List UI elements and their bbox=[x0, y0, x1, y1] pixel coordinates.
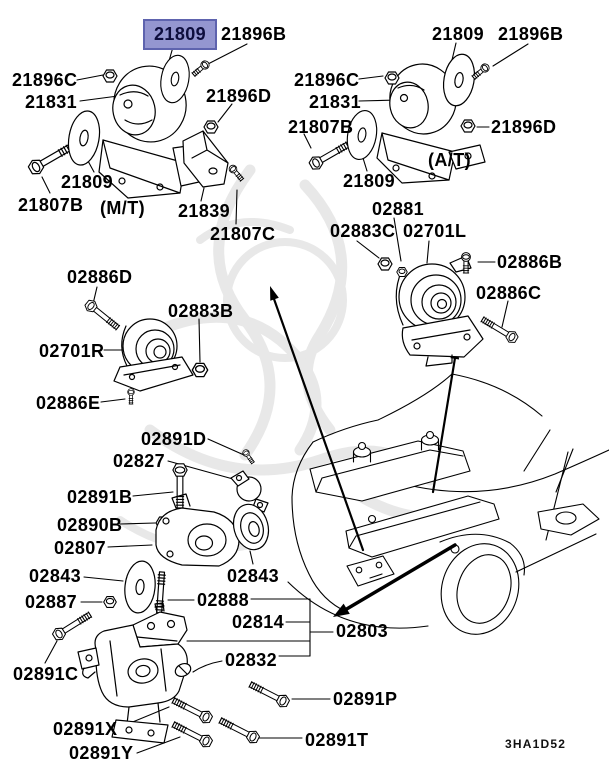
part-label-21807c-mt: 21807C bbox=[210, 224, 276, 244]
part-label-02883c: 02883C bbox=[330, 221, 396, 241]
part-label-21807b-mt: 21807B bbox=[18, 195, 84, 215]
part-label-02807: 02807 bbox=[54, 538, 107, 558]
mount-02701r-drawing bbox=[82, 297, 209, 405]
mt-mount-drawing bbox=[26, 52, 246, 199]
part-label-21831-mt: 21831 bbox=[25, 92, 78, 112]
part-label-02891t: 02891T bbox=[305, 730, 369, 750]
part-label-21839-mt: 21839 bbox=[178, 201, 231, 221]
at-mount-drawing bbox=[307, 51, 492, 184]
part-label-02887: 02887 bbox=[25, 592, 78, 612]
part-label-21831-at: 21831 bbox=[309, 92, 362, 112]
part-label-02891y: 02891Y bbox=[69, 743, 134, 763]
part-label-02886e: 02886E bbox=[36, 393, 101, 413]
part-label-02886b: 02886B bbox=[497, 252, 563, 272]
part-label-02891c: 02891C bbox=[13, 664, 79, 684]
damper-02843-right bbox=[232, 503, 270, 551]
arrow-to-02701r bbox=[272, 297, 365, 552]
part-label-02701l: 02701L bbox=[403, 221, 467, 241]
part-label-21896b-mt: 21896B bbox=[221, 24, 287, 44]
part-label-21896c-mt: 21896C bbox=[12, 70, 78, 90]
part-label-drawing-code: 3HA1D52 bbox=[505, 737, 567, 751]
part-label-21896c-at: 21896C bbox=[294, 70, 360, 90]
subframe-drawing bbox=[309, 430, 600, 587]
part-label-mt-caption: (M/T) bbox=[100, 198, 145, 218]
part-label-21807b-at: 21807B bbox=[288, 117, 354, 137]
part-label-02843-right: 02843 bbox=[227, 566, 280, 586]
part-label-at-caption: (A/T) bbox=[428, 150, 471, 170]
part-label-02883b: 02883B bbox=[168, 301, 234, 321]
part-label-21809-at-plate-top: 21809 bbox=[432, 24, 485, 44]
part-label-02832: 02832 bbox=[225, 650, 278, 670]
bracket-02807-drawing bbox=[103, 448, 270, 616]
arrow-to-02803 bbox=[343, 543, 457, 612]
part-label-21809-mt-plate-side: 21809 bbox=[61, 172, 114, 192]
part-label-02891x: 02891X bbox=[53, 719, 118, 739]
part-label-02843-left: 02843 bbox=[29, 566, 82, 586]
part-label-02890b: 02890B bbox=[57, 515, 123, 535]
part-label-02891d: 02891D bbox=[141, 429, 207, 449]
part-label-02814: 02814 bbox=[232, 612, 285, 632]
part-label-21809-mt-plate-top: 21809 bbox=[143, 19, 218, 50]
part-label-21896d-at: 21896D bbox=[491, 117, 557, 137]
part-label-02881: 02881 bbox=[372, 199, 425, 219]
mount-02701l-drawing bbox=[377, 252, 521, 367]
location-arrows bbox=[270, 286, 460, 617]
part-label-21896b-at: 21896B bbox=[498, 24, 564, 44]
part-label-21896d-mt: 21896D bbox=[206, 86, 272, 106]
part-label-02886c: 02886C bbox=[476, 283, 542, 303]
part-label-02701r: 02701R bbox=[39, 341, 105, 361]
bracket-02803-drawing bbox=[50, 602, 292, 750]
part-label-02888: 02888 bbox=[197, 590, 250, 610]
part-label-21809-at-plate-side: 21809 bbox=[343, 171, 396, 191]
part-label-02827: 02827 bbox=[113, 451, 166, 471]
part-label-02886d: 02886D bbox=[67, 267, 133, 287]
part-label-02803: 02803 bbox=[336, 621, 389, 641]
car-front-outline bbox=[287, 373, 609, 635]
part-label-02891b: 02891B bbox=[67, 487, 133, 507]
arrow-to-02701l bbox=[431, 356, 457, 494]
part-label-02891p: 02891P bbox=[333, 689, 398, 709]
